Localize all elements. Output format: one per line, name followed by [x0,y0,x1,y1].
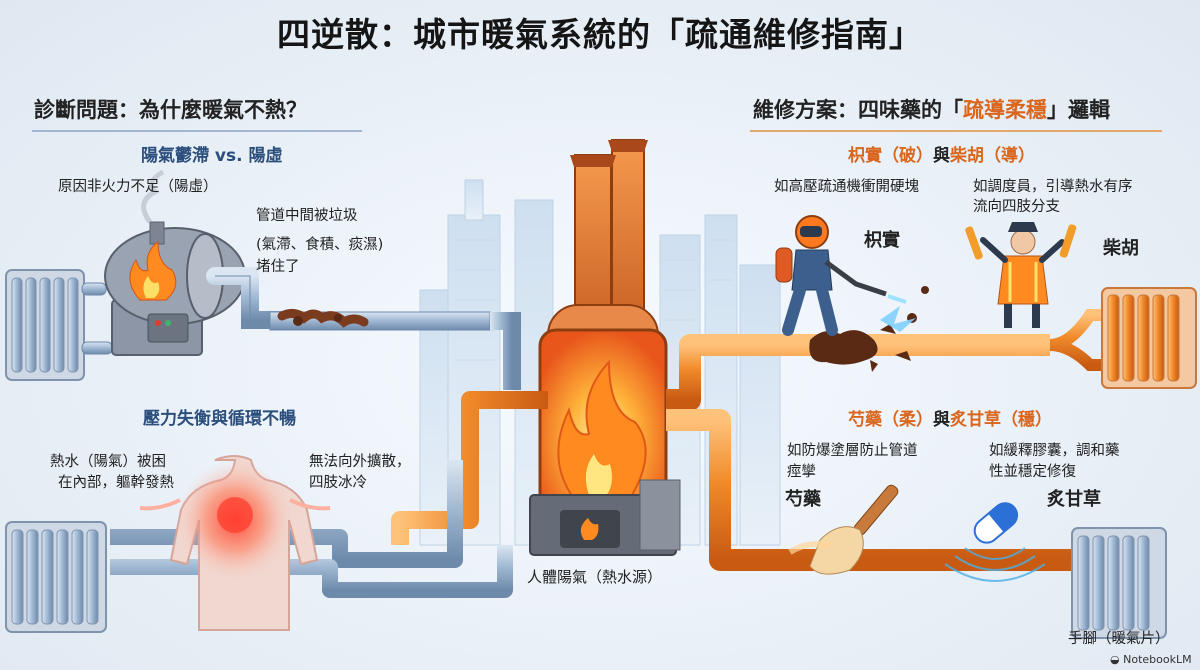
watermark: ◒ NotebookLM [1110,653,1192,667]
label-shaoyao: 芍藥 [785,489,821,510]
herbs-top-title: 枳實（破）與柴胡（導） [848,146,1035,167]
herb-chaihu-role: （導） [984,146,1035,166]
section1-title: 陽氣鬱滯 vs. 陽虛 [141,146,283,166]
label-gancao: 炙甘草 [1047,489,1101,510]
herb-shaoyao-role: （柔） [882,410,933,430]
right-header-prefix: 維修方案：四味藥的「 [753,98,963,122]
herbs-bottom-joiner: 與 [933,410,950,430]
herbs-bottom-desc1-line2: 痙攣 [787,464,816,480]
section1-callout-line2: (氣滯、食積、痰濕) [256,237,384,253]
guard-icon [965,222,1077,328]
left-header-rule [32,130,362,132]
right-section-header: 維修方案：四味藥的「疏導柔穩」邏輯 [753,97,1110,123]
radiator-icon [5,269,85,381]
watermark-text: NotebookLM [1123,653,1192,666]
herb-chaihu-name: 柴胡 [950,146,984,166]
herbs-top-desc1: 如高壓疏通機衝開硬塊 [774,179,919,195]
herbs-bottom-desc2-line1: 如緩釋膠囊，調和藥 [989,443,1120,459]
torso-icon [139,455,331,631]
herbs-bottom-desc1-line1: 如防爆塗層防止管道 [787,443,918,459]
radiator-icon [1101,287,1197,389]
herb-gancao-role: （穩） [1001,410,1052,430]
herb-gancao-name: 炙甘草 [950,410,1001,430]
heat-tower [529,139,681,556]
radiator-icon [1071,527,1167,639]
herb-shaoyao-name: 芍藥 [848,410,882,430]
label-chaihu: 柴胡 [1103,238,1139,259]
flame-icon [557,359,647,501]
right-header-highlight: 疏導柔穩 [963,98,1047,122]
section1-callout-line3: 堵住了 [256,259,300,275]
section2-right-note-line2: 四肢冰冷 [309,475,367,491]
herbs-bottom-title: 芍藥（柔）與炙甘草（穩） [848,410,1052,431]
right-header-suffix: 」邏輯 [1047,98,1110,122]
herb-zhishi-name: 枳實 [848,146,882,166]
herbs-top-joiner: 與 [933,146,950,166]
left-section-header: 診斷問題：為什麼暖氣不熱？ [34,98,307,122]
brush-icon [788,484,899,575]
blockage-icon [277,308,369,328]
worker-icon [775,215,907,336]
herbs-bottom-desc2-line2: 性並穩定修復 [989,464,1076,480]
section2-right-note-line1: 無法向外擴散， [309,454,411,470]
capsule-icon [973,502,1019,544]
right-header-rule [750,130,1162,132]
herb-zhishi-role: （破） [882,146,933,166]
section1-desc: 原因非火力不足（陽虛） [58,179,218,195]
page-title: 四逆散：城市暖氣系統的「疏通維修指南」 [277,15,923,54]
section2-title: 壓力失衡與循環不暢 [143,409,296,429]
heat-source-label: 人體陽氣（熱水源） [527,568,663,586]
herbs-top-desc2-line2: 流向四肢分支 [973,199,1060,215]
debris-icon [809,286,929,372]
section2-left-note-line2: 在內部，軀幹發熱 [58,475,174,491]
notebooklm-logo-icon: ◒ [1110,653,1124,666]
herbs-top-desc2-line1: 如調度員，引導熱水有序 [973,179,1133,195]
flame-icon [129,241,177,301]
radiator-icon [5,521,107,633]
section2-left-note-line1: 熱水（陽氣）被困 [50,454,166,470]
limbs-radiator-label: 手腳（暖氣片） [1068,631,1170,647]
boiler-icon [104,169,246,356]
section1-callout-line1: 管道中間被垃圾 [256,208,358,224]
label-zhishi: 枳實 [864,230,900,251]
